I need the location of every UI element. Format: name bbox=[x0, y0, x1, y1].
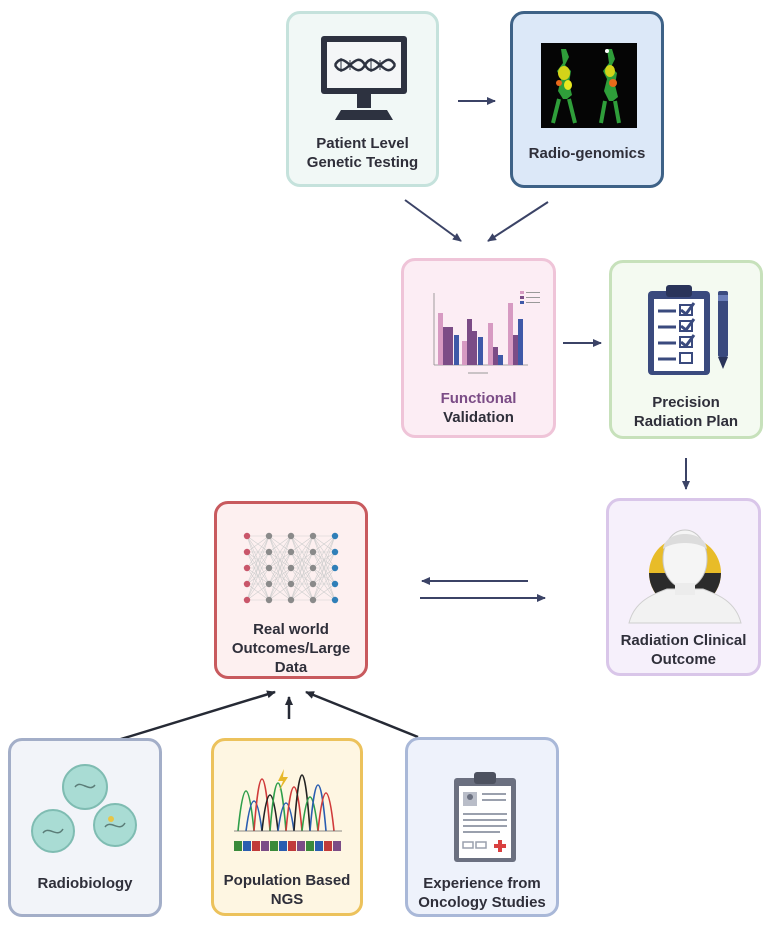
node-functional-validation-label: Functional Validation bbox=[404, 389, 553, 427]
node-real-world: Real world Outcomes/Large Data bbox=[214, 501, 368, 679]
medical-record-icon bbox=[454, 772, 516, 862]
node-oncology-studies: Experience from Oncology Studies bbox=[405, 737, 559, 917]
node-precision-plan-label: Precision Radiation Plan bbox=[633, 394, 739, 430]
node-clinical-outcome: Radiation Clinical Outcome bbox=[606, 498, 761, 676]
arrow-genetic-to-validation bbox=[404, 199, 462, 242]
node-genetic-testing: Patient Level Genetic Testing bbox=[286, 11, 439, 187]
node-real-world-label: Real world Outcomes/Large Data bbox=[231, 621, 351, 676]
node-clinical-outcome-label: Radiation Clinical Outcome bbox=[620, 632, 747, 668]
clipboard-checklist-icon bbox=[648, 285, 728, 375]
node-radiogenomics: Radio-genomics bbox=[510, 11, 664, 188]
dna-monitor-icon bbox=[321, 36, 407, 120]
pet-scan-image bbox=[541, 43, 637, 128]
label-validation: Validation bbox=[443, 409, 514, 426]
node-genetic-testing-label: Patient Level Genetic Testing bbox=[306, 135, 419, 171]
node-precision-plan: Precision Radiation Plan bbox=[609, 260, 763, 439]
node-population-ngs: Population Based NGS bbox=[211, 738, 363, 916]
label-functional: Functional bbox=[440, 390, 517, 407]
node-functional-validation: Functional Validation bbox=[401, 258, 556, 438]
node-radiobiology-label: Radiobiology bbox=[37, 875, 133, 892]
patient-radiation-icon bbox=[628, 529, 742, 624]
arrow-oncology-to-realworld bbox=[305, 690, 419, 739]
node-radiogenomics-label: Radio-genomics bbox=[528, 145, 646, 162]
node-radiobiology: Radiobiology bbox=[8, 738, 162, 917]
sequencing-chromatogram-icon bbox=[234, 769, 342, 851]
cell-culture-dishes-icon bbox=[31, 764, 137, 853]
bar-chart-icon bbox=[433, 291, 540, 374]
node-population-ngs-label: Population Based NGS bbox=[223, 872, 351, 908]
neural-network-icon bbox=[243, 532, 339, 604]
node-oncology-studies-label: Experience from Oncology Studies bbox=[418, 875, 546, 911]
arrow-radiobiology-to-realworld bbox=[117, 690, 276, 742]
arrow-radiogenomics-to-validation bbox=[487, 201, 549, 242]
